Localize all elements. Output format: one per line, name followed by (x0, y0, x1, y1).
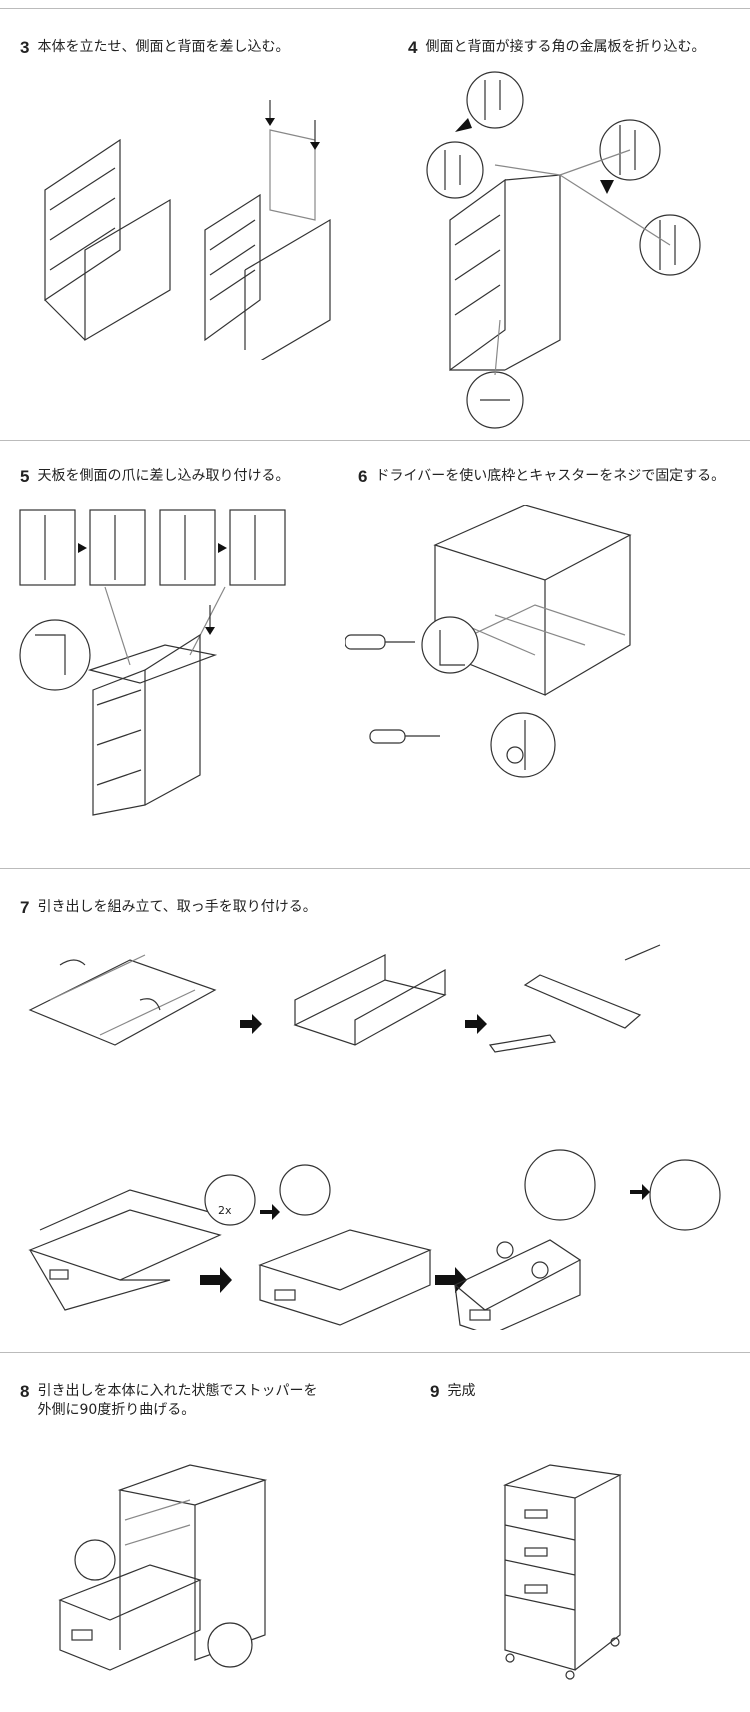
step-6-illustration (345, 505, 632, 778)
divider (0, 8, 750, 9)
step-text: 天板を側面の爪に差し込み取り付ける。 (37, 468, 290, 484)
step-8-heading: 8 引き出しを本体に入れた状態でストッパーを外側に90度折り曲げる。 (20, 1382, 317, 1420)
step-4-illustration (426, 71, 701, 429)
step-9-illustration (502, 1464, 622, 1680)
step-7-illustration-row1 (28, 944, 661, 1053)
divider (0, 868, 750, 869)
divider (0, 440, 750, 441)
step-7-illustration-row2 (28, 1149, 721, 1330)
step-text: 引き出しを組み立て、取っ手を取り付ける。 (37, 899, 317, 915)
step-text: 完成 (447, 1383, 476, 1399)
step-text: ドライバーを使い底枠とキャスターをネジで固定する。 (375, 468, 726, 484)
step-text: 外側に90度折り曲げる。 (37, 1402, 196, 1418)
step-text: 側面と背面が接する角の金属板を折り込む。 (425, 39, 706, 55)
step-number: 5 (20, 467, 30, 486)
divider (0, 1352, 750, 1353)
step-5-heading: 5 天板を側面の爪に差し込み取り付ける。 (20, 467, 289, 486)
step-3-illustration (44, 100, 331, 360)
step-3-heading: 3 本体を立たせ、側面と背面を差し込む。 (20, 38, 289, 57)
step-number: 4 (408, 38, 418, 57)
step-text: 引き出しを本体に入れた状態でストッパーを (37, 1383, 318, 1399)
step-number: 9 (430, 1382, 440, 1401)
step-number: 8 (20, 1382, 30, 1401)
step-number: 7 (20, 898, 30, 917)
quantity-label: 2x (218, 1204, 232, 1217)
step-number: 6 (358, 467, 368, 486)
step-6-heading: 6 ドライバーを使い底枠とキャスターをネジで固定する。 (358, 467, 725, 486)
step-5-illustration (19, 509, 286, 816)
step-number: 3 (20, 38, 30, 57)
step-9-heading: 9 完成 (430, 1382, 475, 1401)
step-7-heading: 7 引き出しを組み立て、取っ手を取り付ける。 (20, 898, 317, 917)
step-4-heading: 4 側面と背面が接する角の金属板を折り込む。 (408, 38, 705, 57)
step-8-illustration (58, 1464, 268, 1671)
step-text: 本体を立たせ、側面と背面を差し込む。 (37, 39, 290, 55)
